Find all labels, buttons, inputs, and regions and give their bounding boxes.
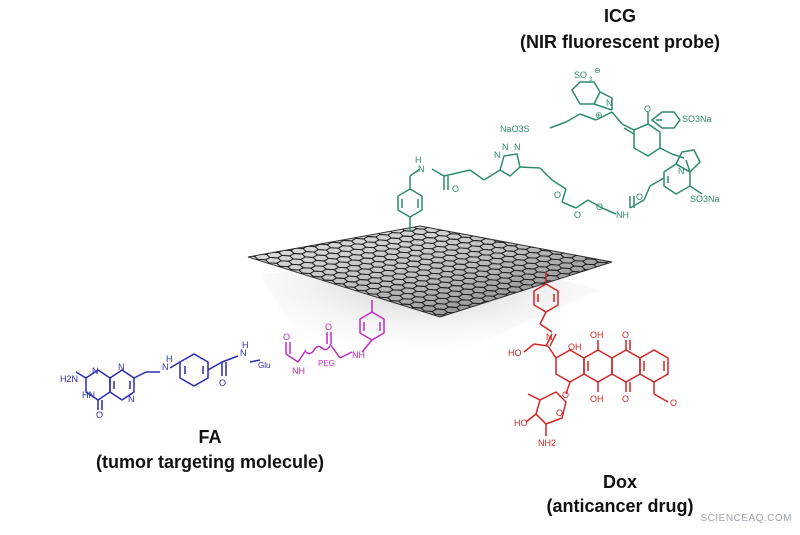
icg-n-right: N bbox=[678, 166, 685, 176]
icg-nh: NH bbox=[616, 210, 629, 220]
dox-sugar-ho: HO bbox=[514, 418, 528, 428]
fa-n2: N bbox=[118, 362, 125, 372]
icg-atom-labels: N H O N N N O O O NH O N ⊕ SO 3 ⊖ NaO3S … bbox=[415, 66, 720, 220]
fa-subtitle: (tumor targeting molecule) bbox=[95, 452, 324, 472]
icg-amide-nh: N bbox=[418, 164, 425, 174]
icg-so3-sub: 3 bbox=[589, 77, 593, 83]
fa-amide-nh: N bbox=[240, 348, 247, 358]
icg-title: ICG bbox=[603, 6, 636, 26]
fa-hn: HN bbox=[82, 390, 95, 400]
icg-n-plus: N bbox=[606, 98, 613, 108]
peg-amide-o: O bbox=[283, 332, 290, 342]
icg-triazole-n3: N bbox=[514, 142, 521, 152]
dox-o-bottom: O bbox=[622, 394, 629, 404]
fa-nh-h: H bbox=[166, 354, 173, 364]
peg-label: PEG bbox=[318, 359, 335, 368]
fa-carbonyl-o: O bbox=[96, 410, 103, 420]
icg-so3na-bottom: SO3Na bbox=[690, 194, 720, 204]
icg-nao3s: NaO3S bbox=[500, 124, 530, 134]
peg-carbonyl-o: O bbox=[325, 322, 332, 332]
dox-methoxy-o: O bbox=[670, 398, 677, 408]
icg-subtitle: (NIR fluorescent probe) bbox=[519, 32, 720, 52]
fa-glu: Glu bbox=[258, 361, 270, 370]
icg-triazole-n1: N bbox=[494, 150, 501, 160]
icg-triazole-n2: N bbox=[502, 142, 509, 152]
icg-peg-o3: O bbox=[596, 202, 603, 212]
icg-so3-charge: ⊖ bbox=[594, 66, 601, 75]
dox-glycoside-o: O bbox=[562, 390, 569, 400]
icg-carbonyl-o: O bbox=[636, 192, 643, 202]
peg-amide-nh: NH bbox=[292, 366, 305, 376]
dox-oh-1: OH bbox=[568, 342, 582, 352]
icg-amide-h: H bbox=[415, 155, 422, 165]
icg-amide-o: O bbox=[452, 184, 459, 194]
icg-peg-o1: O bbox=[554, 190, 561, 200]
dox-atom-labels: N HO OH OH O O OH O O O HO NH2 bbox=[508, 330, 677, 448]
dox-sugar-nh2: NH2 bbox=[538, 438, 556, 448]
icg-ether-o: O bbox=[644, 104, 651, 114]
fa-nh: N bbox=[162, 362, 169, 372]
fa-amide-h: H bbox=[242, 340, 249, 350]
dox-oh-3: OH bbox=[590, 394, 604, 404]
dox-subtitle: (anticancer drug) bbox=[546, 496, 694, 516]
watermark: SCIENCEAQ.COM bbox=[700, 513, 792, 524]
fa-amide-o: O bbox=[219, 378, 226, 388]
dox-molecule bbox=[523, 272, 669, 436]
peg-nh: NH bbox=[352, 350, 365, 360]
dox-ho: HO bbox=[508, 348, 522, 358]
dox-sugar-o: O bbox=[556, 408, 563, 418]
icg-peg-o2: O bbox=[574, 210, 581, 220]
icg-plus-charge: ⊕ bbox=[595, 110, 603, 120]
icg-so3na-mid: SO3Na bbox=[682, 114, 712, 124]
peg-linker bbox=[285, 300, 385, 363]
dox-title: Dox bbox=[602, 472, 637, 492]
icg-so3-top: SO bbox=[574, 70, 587, 80]
fa-h2n: H2N bbox=[60, 374, 78, 384]
fa-molecule bbox=[75, 353, 261, 410]
dox-o-top: O bbox=[622, 330, 629, 340]
icg-molecule bbox=[397, 81, 703, 232]
dox-imine-n: N bbox=[546, 332, 553, 342]
fa-title: FA bbox=[198, 427, 222, 447]
peg-atom-labels: NH O PEG NH O bbox=[283, 322, 365, 376]
fa-n3: N bbox=[128, 394, 135, 404]
fa-n1: N bbox=[92, 366, 99, 376]
fa-atom-labels: H2N HN O N N N N H O N H Glu bbox=[60, 340, 270, 420]
dox-oh-2: OH bbox=[590, 330, 604, 340]
